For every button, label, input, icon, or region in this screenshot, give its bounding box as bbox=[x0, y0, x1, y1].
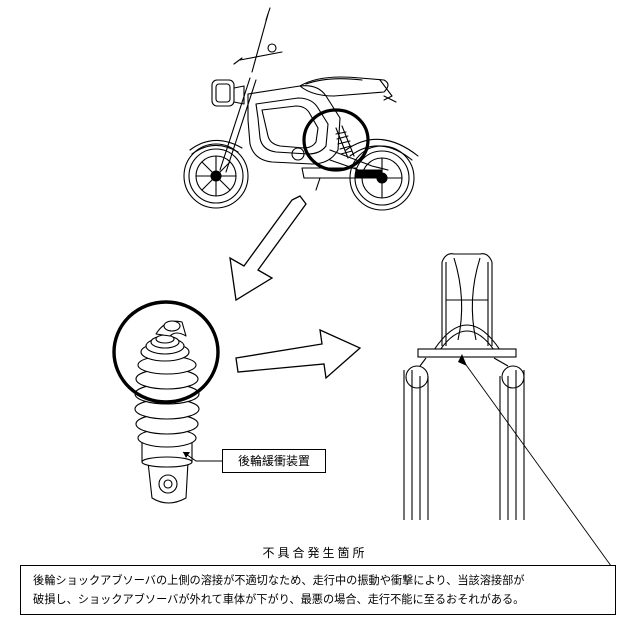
defect-highlight-circle bbox=[302, 108, 370, 172]
zoom-arrow-down bbox=[229, 195, 307, 302]
zoom-arrow-right bbox=[235, 328, 362, 380]
description-line-2: 破損し、ショックアブソーバが外れて車体が下がり、最悪の場合、走行不能に至るおそれ… bbox=[33, 593, 525, 606]
defect-location-title: 不具合発生箇所 bbox=[262, 546, 368, 560]
defect-description-box: 後輪ショックアブソーバの上側の溶接が不適切なため、走行中の振動や衝撃により、当該… bbox=[20, 565, 616, 615]
motorcycle-illustration bbox=[183, 7, 419, 211]
shock-absorber-illustration bbox=[134, 320, 200, 504]
weld-detail-illustration bbox=[403, 253, 525, 520]
shock-absorber-label: 後輪緩衝装置 bbox=[222, 449, 326, 473]
weld-pointer-line bbox=[463, 361, 615, 571]
description-line-1: 後輪ショックアブソーバの上側の溶接が不適切なため、走行中の振動や衝撃により、当該… bbox=[33, 574, 525, 587]
shock-top-highlight-circle bbox=[112, 300, 220, 404]
